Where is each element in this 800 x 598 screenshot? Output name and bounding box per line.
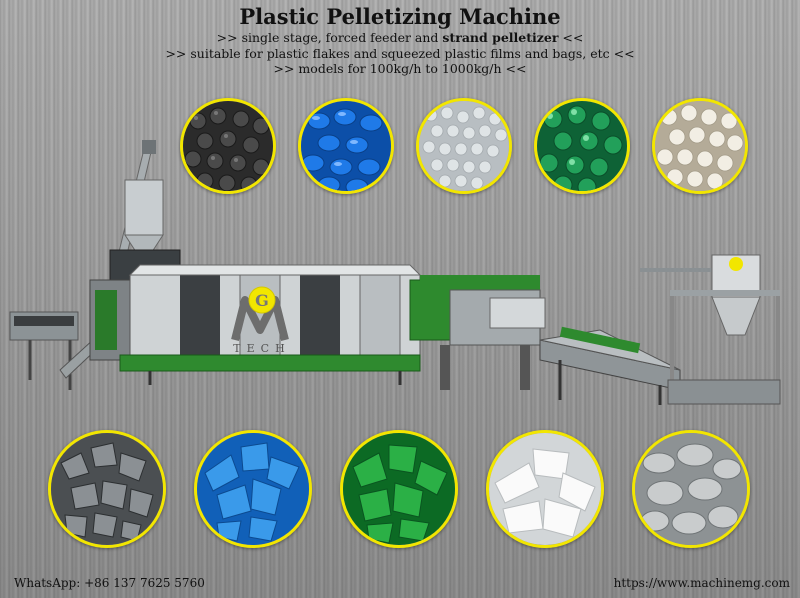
pellet-silo xyxy=(640,254,781,405)
green-flakes-icon xyxy=(343,433,455,545)
logo-letter: G xyxy=(255,291,269,310)
green-pellets-icon xyxy=(537,101,627,191)
white-flakes-icon xyxy=(489,433,601,545)
film-flakes-icon xyxy=(635,433,747,545)
gm-tech-logo: G TECH xyxy=(231,286,290,355)
black-pellets-image xyxy=(180,98,276,194)
extruder-body xyxy=(89,264,451,385)
white-flakes-image xyxy=(486,430,604,548)
feature-line-1-text: >> single stage, forced feeder and xyxy=(216,30,443,45)
feature-line-2: >> suitable for plastic flakes and squee… xyxy=(165,45,635,61)
logo-subtext: TECH xyxy=(233,342,290,355)
feature-line-1-end: << xyxy=(558,30,584,45)
header: Plastic Pelletizing Machine >> single st… xyxy=(0,4,800,77)
water-cooling-tank xyxy=(539,326,681,405)
pelletizing-machine-illustration: G TECH xyxy=(9,140,781,405)
white-pellets-icon xyxy=(655,101,745,191)
blue-flakes-icon xyxy=(197,433,309,545)
black-pellets-icon xyxy=(183,101,273,191)
whatsapp-contact: WhatsApp: +86 137 7625 5760 xyxy=(14,576,205,590)
clear-pellets-icon xyxy=(419,101,509,191)
green-flakes-image xyxy=(340,430,458,548)
blue-pellets-image xyxy=(298,98,394,194)
website-link[interactable]: https://www.machinemg.com xyxy=(613,576,790,590)
clear-pellets-image xyxy=(416,98,512,194)
strand-die-head xyxy=(420,275,546,390)
gray-flakes-image xyxy=(48,430,166,548)
green-pellets-image xyxy=(534,98,630,194)
film-flakes-image xyxy=(632,430,750,548)
feature-line-1-bold: strand pelletizer xyxy=(442,30,559,45)
white-pellets-image xyxy=(652,98,748,194)
page-title: Plastic Pelletizing Machine xyxy=(239,4,561,29)
blue-flakes-image xyxy=(194,430,312,548)
feature-line-3: >> models for 100kg/h to 1000kg/h << xyxy=(273,61,527,76)
gray-flakes-icon xyxy=(51,433,163,545)
feature-line-1: >> single stage, forced feeder and stran… xyxy=(0,30,800,46)
